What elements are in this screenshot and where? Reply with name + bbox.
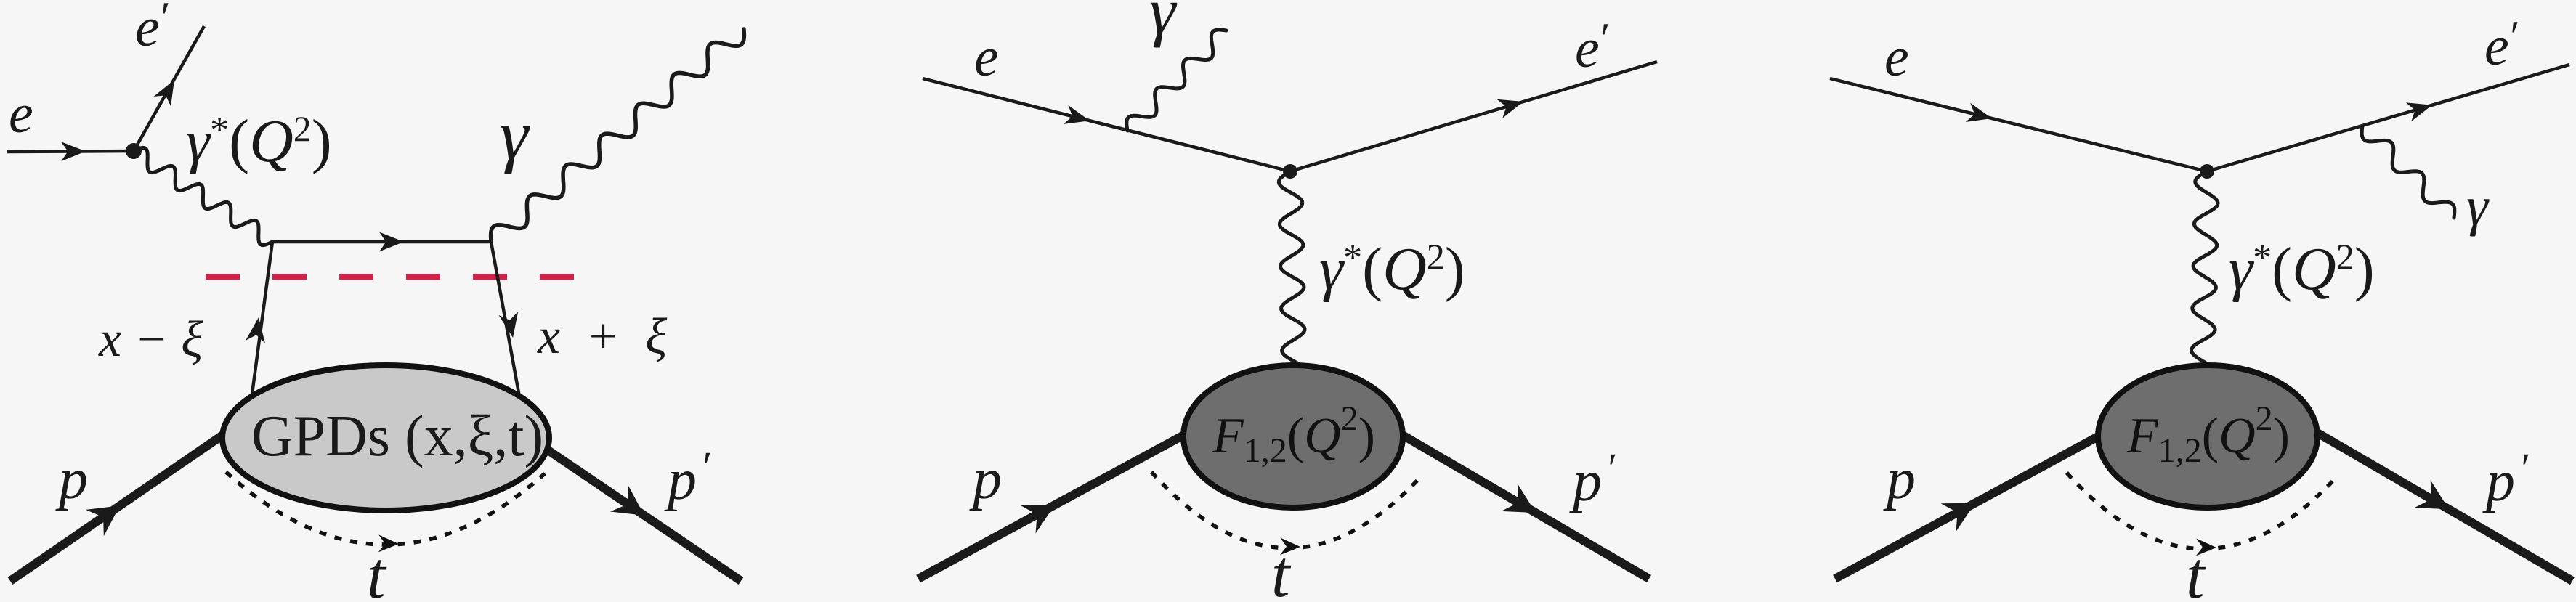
svg-text:t: t — [1271, 537, 1292, 602]
svg-text:γ: γ — [2466, 176, 2490, 237]
svg-text:γ: γ — [500, 94, 530, 175]
svg-text:t: t — [2186, 538, 2206, 602]
svg-text:GPDs (x,ξ,t): GPDs (x,ξ,t) — [251, 404, 543, 468]
svg-text:F1,2(Q2): F1,2(Q2) — [2126, 399, 2290, 470]
svg-text:t: t — [367, 538, 387, 602]
svg-text:p: p — [1883, 447, 1916, 511]
svg-text:x − ξ: x − ξ — [98, 312, 203, 367]
svg-text:x + ξ: x + ξ — [537, 309, 667, 365]
svg-text:p: p — [969, 447, 1002, 511]
svg-text:e: e — [1884, 27, 1909, 88]
svg-text:γ: γ — [1149, 0, 1178, 48]
svg-text:p: p — [55, 447, 88, 511]
svg-text:e: e — [9, 84, 33, 145]
svg-text:e′: e′ — [135, 0, 169, 58]
svg-text:e: e — [974, 27, 999, 88]
